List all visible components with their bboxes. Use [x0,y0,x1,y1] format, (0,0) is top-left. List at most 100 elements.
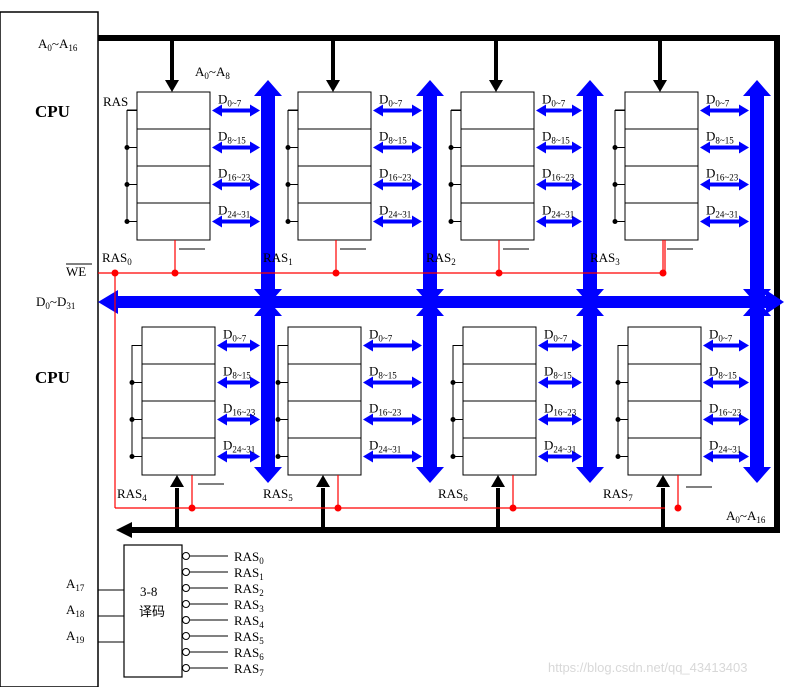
data-line-arrow-head-left [363,413,373,426]
data-line-label: D8~15 [379,129,407,146]
group-data-bus-head-top [416,80,444,96]
group-data-bus-head-top [254,80,282,96]
data-line-label: D8~15 [223,364,251,381]
memory-chip [460,91,535,130]
cpu-label-top: CPU [35,102,70,121]
ras-junction-dot [615,417,621,422]
data-line-label: D24~31 [379,203,411,220]
data-line-label: D8~15 [218,129,246,146]
ras-junction-dot [615,380,621,385]
ras-junction-dot [129,454,135,459]
data-bus-arrowhead-left [98,290,118,314]
group-data-bus-head-bottom [743,467,771,483]
data-line-label: D0~7 [218,92,242,109]
data-line-arrow-head-right [250,450,260,463]
ras-junction-dot [612,219,618,224]
decoder-output-label: RAS5 [234,629,264,646]
data-line-arrow-head-right [739,215,749,228]
data-line-label: D8~15 [709,364,737,381]
group-data-bus-head-top [576,80,604,96]
data-line-arrow-head-right [572,413,582,426]
decoder-output-label: RAS3 [234,597,264,614]
cpu-block [0,11,99,687]
data-line-arrow-head-left [373,104,383,117]
data-line-arrow-head-left [217,339,227,352]
address-bus-label-bottom: A0~A16 [726,508,766,525]
data-line-label: D16~23 [369,401,402,418]
decoder-input-label: A18 [66,602,85,619]
data-line-label: D24~31 [544,438,576,455]
data-line-arrow-head-right [250,413,260,426]
ras-group-label: RAS7 [603,486,633,503]
decoder-output-bubble [182,632,190,640]
decoder-subtitle: 译码 [139,605,165,620]
group-data-bus-shaft [261,314,275,469]
ras-junction-dot [612,145,618,150]
group-data-bus-head-top [743,300,771,316]
memory-chip [297,91,372,130]
group-data-bus-shaft [423,314,437,469]
we-label-cpu: WE [66,264,86,279]
memory-chip [287,437,362,476]
data-line-arrow-head-left [217,413,227,426]
memory-chip [297,202,372,241]
data-line-arrow-head-left [700,104,710,117]
group-data-bus-shaft [583,94,597,291]
ras-junction-dot [285,182,291,187]
decoder-output-bubble [182,568,190,576]
data-line-arrow-head-right [572,104,582,117]
group-data-bus-head-bottom [254,467,282,483]
memory-chip [297,165,372,204]
row-address-label: A0~A8 [195,64,230,81]
decoder-output-label: RAS6 [234,645,264,662]
data-line-arrow-head-left [363,450,373,463]
data-line-arrow-head-left [363,339,373,352]
memory-chip [462,363,537,402]
data-line-label: D0~7 [709,327,733,344]
ras-junction-dot [450,417,456,422]
data-line-arrow-head-left [212,178,222,191]
memory-chip [627,326,702,365]
data-line-arrow-head-left [373,215,383,228]
data-line-label: D0~7 [706,92,730,109]
memory-chip [462,326,537,365]
data-line-label: D8~15 [369,364,397,381]
memory-chip [627,363,702,402]
ras-junction-dot [124,219,130,224]
watermark: https://blog.csdn.net/qq_43413403 [548,660,748,675]
memory-chip [624,128,699,167]
ras-junction-dot [275,454,281,459]
group-data-bus-shaft [261,94,275,291]
group-data-bus-shaft [750,314,764,469]
data-line-label: D24~31 [542,203,574,220]
group-data-bus-head-bottom [576,289,604,305]
data-line-label: D8~15 [542,129,570,146]
data-line-arrow-head-right [412,104,422,117]
data-line-arrow-head-right [739,141,749,154]
data-line-arrow-head-left [217,376,227,389]
data-line-label: D0~7 [379,92,403,109]
data-bus-arrowhead-right [766,290,784,314]
data-line-arrow-head-left [212,215,222,228]
data-line-arrow-head-right [250,141,260,154]
data-line-label: D16~23 [542,166,575,183]
data-line-label: D24~31 [369,438,401,455]
data-line-arrow-head-left [703,339,713,352]
data-line-label: D8~15 [706,129,734,146]
decoder-input-label: A17 [66,576,85,593]
ras-junction-dot [450,380,456,385]
decoder-output-label: RAS7 [234,661,264,678]
decoder-output-label: RAS1 [234,565,264,582]
data-line-arrow-head-left [538,450,548,463]
row-address-arrowhead [491,475,505,487]
address-bus-label-top: A0~A16 [38,36,78,53]
group-data-bus-head-top [254,300,282,316]
cpu-label-bottom: CPU [35,368,70,387]
data-bus-label: D0~D31 [36,294,75,311]
memory-chip [141,326,216,365]
ras-junction-dot [129,417,135,422]
group-data-bus-head-bottom [743,289,771,305]
group-data-bus-shaft [583,314,597,469]
data-line-arrow-head-left [536,215,546,228]
data-line-arrow-head-left [538,376,548,389]
